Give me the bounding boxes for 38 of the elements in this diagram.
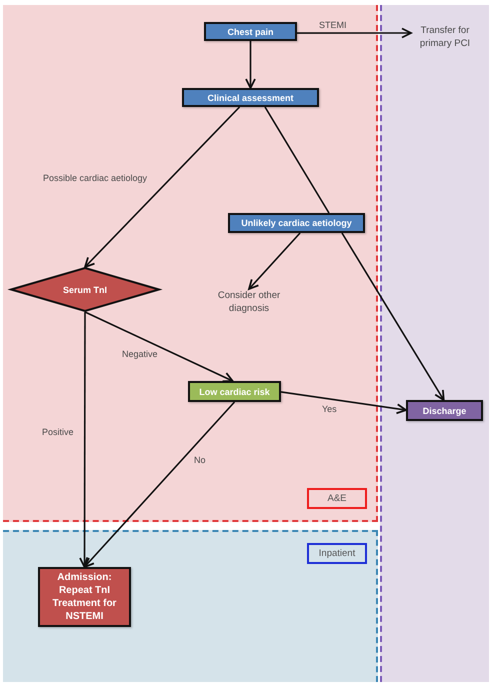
arrow [84, 106, 240, 268]
step-label: Repeat TnI [58, 584, 110, 597]
step-label: Treatment for NSTEMI [52, 597, 118, 623]
process-box [204, 22, 297, 41]
swimlane [3, 530, 378, 682]
step-label: Clinical assessment [207, 92, 294, 104]
process-box [406, 400, 483, 421]
edge-label: Possible cardiac aetiology [43, 173, 148, 184]
arrow [245, 41, 256, 89]
step-label: Transfer for primary PCI [418, 24, 472, 50]
arrow [248, 232, 301, 290]
arrow [79, 312, 90, 568]
swimlane [3, 5, 378, 522]
step-label: Low cardiac risk [199, 386, 270, 398]
edge-label: Negative [122, 349, 158, 360]
lane-label: Inpatient [307, 543, 367, 564]
step-label: Chest pain [227, 26, 274, 38]
process-box [182, 88, 319, 107]
arrow [84, 401, 236, 568]
edge-label: No [194, 455, 206, 466]
edge-label: Yes [322, 404, 337, 415]
edge-label: Positive [42, 427, 74, 438]
connector-line [264, 106, 330, 214]
step-label: Discharge [422, 404, 466, 416]
step-label: Unlikely cardiac aetiology [241, 217, 352, 229]
lane-label: A&E [307, 488, 367, 509]
arrow [297, 28, 412, 38]
process-box [38, 567, 131, 627]
arrow [341, 232, 445, 401]
step-label: Consider other diagnosis [216, 289, 282, 315]
arrow [84, 311, 234, 382]
swimlane [380, 5, 489, 682]
edge-label: STEMI [319, 20, 347, 31]
process-box [188, 381, 281, 402]
process-box [228, 213, 365, 233]
arrow [280, 391, 407, 414]
decision-label: Serum TnI [62, 284, 107, 294]
step-label: Admission: [57, 571, 112, 584]
